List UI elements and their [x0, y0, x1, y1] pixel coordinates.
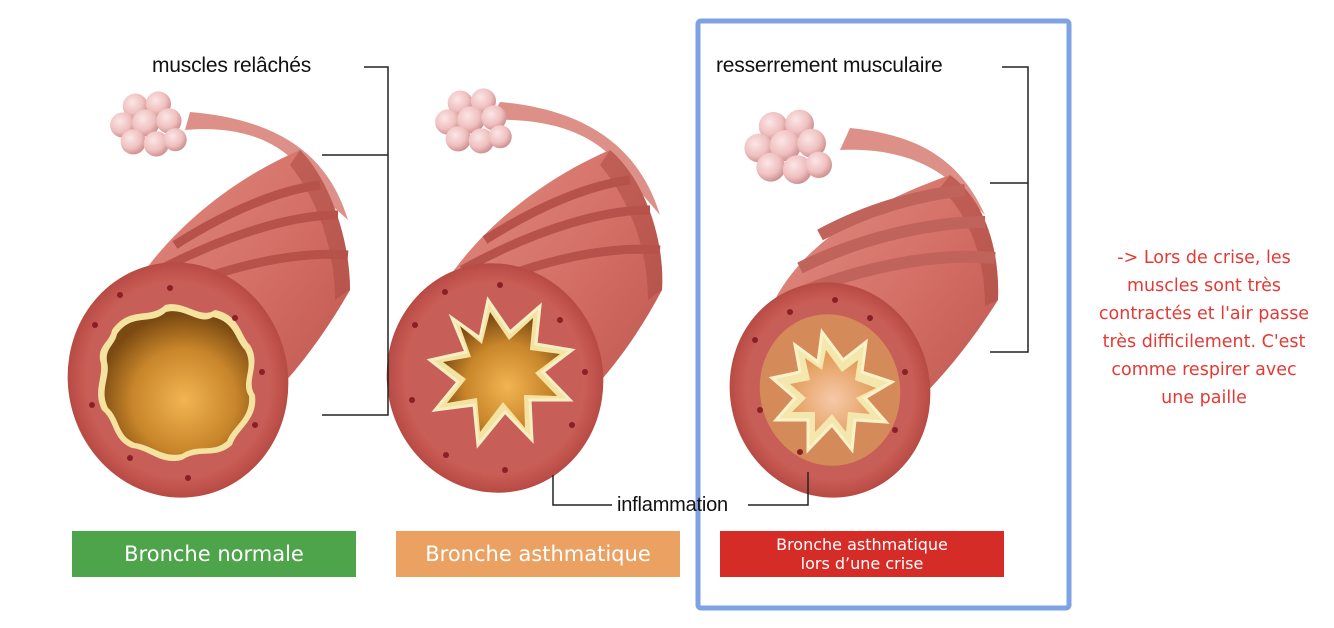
note-line-6: une paille: [1161, 388, 1247, 408]
note-line-5: comme respirer avec: [1111, 360, 1297, 380]
caption-asthmatic-line-1: Bronche asthmatique: [425, 542, 651, 566]
note-line-1: -> Lors de crise, les: [1117, 248, 1291, 268]
caption-attack-line-1: Bronche asthmatique: [776, 535, 948, 554]
asthmatic-bronchus: [386, 88, 663, 493]
asthma-attack-bronchus: [729, 109, 999, 498]
attack-explanation-note: -> Lors de crise, les muscles sont très …: [1085, 244, 1323, 412]
label-relaxed-muscles: muscles relâchés: [152, 54, 312, 77]
note-line-4: très difficilement. C'est: [1102, 332, 1306, 352]
leader-lines: [322, 66, 1029, 506]
caption-normal-line-1: Bronche normale: [124, 542, 304, 566]
caption-attack-bronchus: Bronche asthmatique lors d’une crise: [720, 531, 1004, 577]
highlight-box: [695, 18, 1072, 611]
label-muscle-tightening: resserrement musculaire: [716, 54, 943, 77]
note-line-3: contractés et l'air passe: [1098, 304, 1310, 324]
note-line-2: muscles sont très: [1126, 276, 1282, 296]
caption-normal-bronchus: Bronche normale: [72, 531, 356, 577]
normal-bronchus: [67, 91, 350, 498]
label-inflammation: inflammation: [617, 494, 728, 516]
caption-asthmatic-bronchus: Bronche asthmatique: [396, 531, 680, 577]
caption-attack-line-2: lors d’une crise: [800, 554, 924, 573]
